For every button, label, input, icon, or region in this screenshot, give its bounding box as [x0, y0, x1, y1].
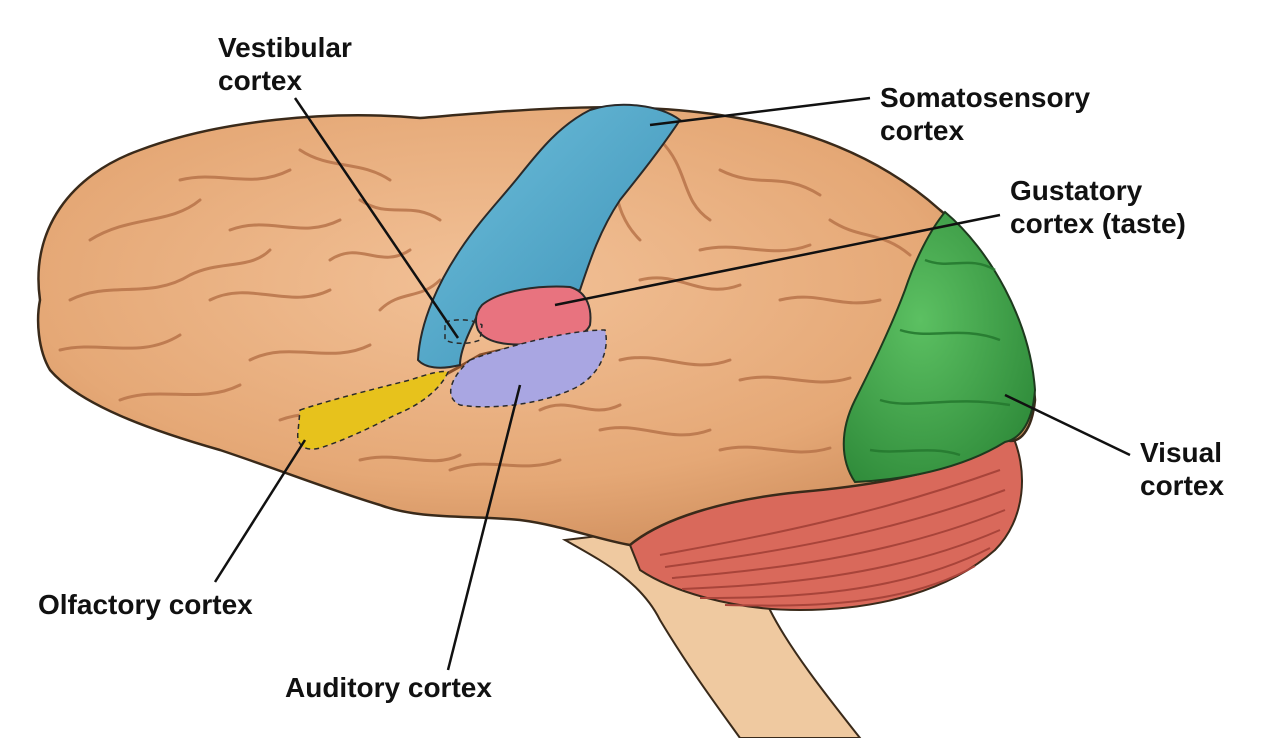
label-gustatory-line1: Gustatory [1010, 175, 1143, 206]
label-auditory: Auditory cortex [285, 672, 492, 703]
visual-region [842, 210, 1037, 484]
visual-gyri [869, 258, 1011, 457]
auditory-region [450, 329, 607, 408]
leader-vestibular [293, 97, 460, 339]
label-visual-line2: cortex [1140, 470, 1224, 501]
leader-auditory [446, 384, 522, 671]
vestibular-region [444, 319, 483, 345]
label-visual-line1: Visual [1140, 437, 1222, 468]
sulci [58, 138, 912, 472]
label-somatosensory-line2: cortex [880, 115, 964, 146]
label-olfactory: Olfactory cortex [38, 589, 253, 620]
cerebellum-folia [659, 469, 1006, 607]
label-somatosensory-line1: Somatosensory [880, 82, 1090, 113]
olfactory-region [297, 370, 450, 450]
leader-gustatory [554, 213, 1001, 307]
leader-lines [213, 96, 1131, 671]
leader-visual [1004, 393, 1131, 457]
label-vestibular-line1: Vestibular [218, 32, 352, 63]
leader-olfactory [213, 439, 307, 583]
somatosensory-region [416, 103, 682, 369]
label-vestibular-line2: cortex [218, 65, 302, 96]
label-gustatory-line2: cortex (taste) [1010, 208, 1186, 239]
leader-somatosensory [649, 96, 871, 127]
